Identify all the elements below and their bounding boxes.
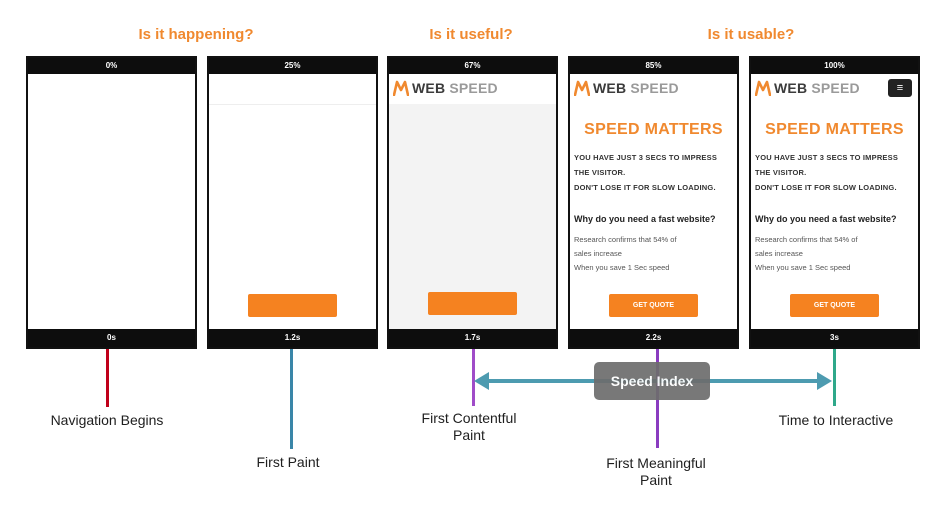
navigation-begins-marker: [106, 349, 109, 407]
site-body-line: THE VISITOR.: [755, 168, 807, 177]
site-body-line: DON'T LOSE IT FOR SLOW LOADING.: [574, 183, 716, 192]
frame-blank-content: [28, 74, 195, 331]
site-small-text: Research confirms that 54% of: [755, 235, 858, 244]
header-divider: [209, 104, 376, 105]
frame-time: 1.2s: [209, 329, 376, 347]
frame-content: WEB SPEED ≡ SPEED MATTERS YOU HAVE JUST …: [751, 74, 918, 331]
site-small-text: Research confirms that 54% of: [574, 235, 677, 244]
site-headline: SPEED MATTERS: [584, 121, 723, 138]
logo-word-speed: SPEED: [630, 80, 679, 96]
web-speed-logo: WEB SPEED: [755, 80, 860, 96]
logo-word-speed: SPEED: [449, 80, 498, 96]
get-quote-button[interactable]: GET QUOTE: [790, 294, 879, 317]
web-speed-logo: WEB SPEED: [393, 80, 498, 96]
logo-mark-icon: [393, 80, 409, 96]
frame-time: 0s: [28, 329, 195, 347]
site-small-text: sales increase: [755, 249, 803, 258]
site-header: WEB SPEED ≡: [751, 74, 918, 104]
site-small-text: When you save 1 Sec speed: [574, 263, 670, 272]
logo-word-web: WEB: [412, 80, 446, 96]
first-paint-marker: [290, 349, 293, 449]
frame-time: 2.2s: [570, 329, 737, 347]
logo-mark-icon: [574, 80, 590, 96]
site-body-line: THE VISITOR.: [574, 168, 626, 177]
time-to-interactive-marker: [833, 349, 836, 406]
hamburger-menu-icon[interactable]: ≡: [888, 79, 912, 97]
frame-content: WEB SPEED: [389, 74, 556, 331]
site-header: WEB SPEED: [570, 74, 737, 104]
site-headline: SPEED MATTERS: [765, 121, 904, 138]
site-small-text: When you save 1 Sec speed: [755, 263, 851, 272]
logo-word-speed: SPEED: [811, 80, 860, 96]
first-contentful-paint-label: First Contentful Paint: [421, 410, 517, 443]
frame-progress: 85%: [570, 58, 737, 74]
logo-word-web: WEB: [774, 80, 808, 96]
question-is-it-happening: Is it happening?: [138, 26, 254, 43]
frame-time: 1.7s: [389, 329, 556, 347]
cta-placeholder-block: [428, 292, 517, 315]
frame-progress: 100%: [751, 58, 918, 74]
first-meaningful-paint-label: First Meaningful Paint: [606, 455, 706, 488]
site-body-line: YOU HAVE JUST 3 SECS TO IMPRESS: [755, 153, 899, 162]
site-body-line: DON'T LOSE IT FOR SLOW LOADING.: [755, 183, 897, 192]
question-is-it-usable: Is it usable?: [707, 26, 795, 43]
frame-progress: 67%: [389, 58, 556, 74]
first-contentful-paint-marker: [472, 349, 475, 406]
time-to-interactive-label: Time to Interactive: [778, 412, 894, 428]
site-question: Why do you need a fast website?: [574, 214, 716, 224]
cta-placeholder-block: [248, 294, 337, 317]
filmstrip-frame-1: 25% 1.2s: [207, 56, 378, 349]
web-speed-logo: WEB SPEED: [574, 80, 679, 96]
filmstrip-frame-0: 0% 0s: [26, 56, 197, 349]
speed-index-label: Speed Index: [594, 362, 710, 400]
filmstrip-frame-2: 67% WEB SPEED 1.7s: [387, 56, 558, 349]
filmstrip-frame-3: 85% WEB SPEED SPEED MATTERS YOU HAVE JUS…: [568, 56, 739, 349]
frame-content: WEB SPEED SPEED MATTERS YOU HAVE JUST 3 …: [570, 74, 737, 331]
site-header: WEB SPEED: [389, 74, 556, 104]
site-small-text: sales increase: [574, 249, 622, 258]
site-body-line: YOU HAVE JUST 3 SECS TO IMPRESS: [574, 153, 718, 162]
filmstrip-frame-4: 100% WEB SPEED ≡ SPEED MATTERS YOU HAVE …: [749, 56, 920, 349]
logo-word-web: WEB: [593, 80, 627, 96]
frame-progress: 0%: [28, 58, 195, 74]
question-is-it-useful: Is it useful?: [429, 26, 513, 43]
frame-time: 3s: [751, 329, 918, 347]
frame-content: [209, 74, 376, 331]
get-quote-button[interactable]: GET QUOTE: [609, 294, 698, 317]
logo-mark-icon: [755, 80, 771, 96]
first-paint-label: First Paint: [256, 454, 320, 470]
navigation-begins-label: Navigation Begins: [50, 412, 164, 428]
site-question: Why do you need a fast website?: [755, 214, 897, 224]
frame-progress: 25%: [209, 58, 376, 74]
